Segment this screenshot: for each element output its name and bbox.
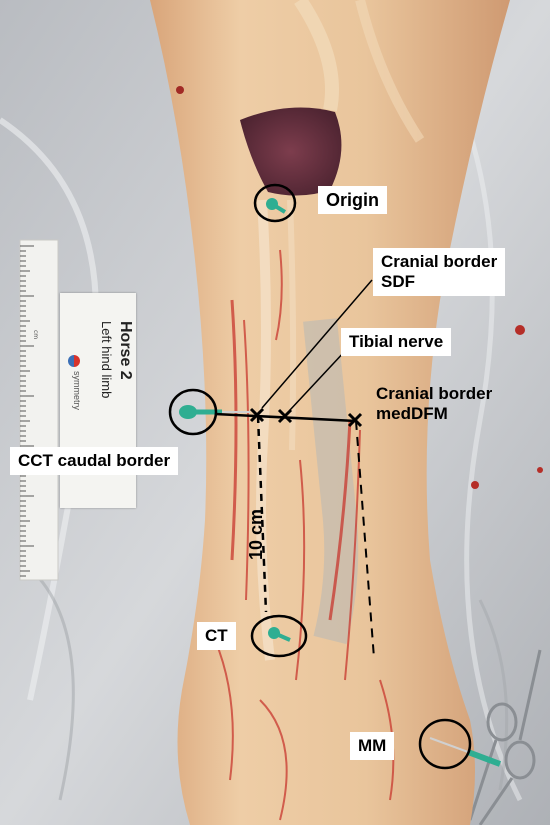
- blood-spot: [471, 481, 479, 489]
- label-mm: MM: [350, 732, 395, 760]
- label-cct-caudal-border: CCT caudal border: [10, 447, 179, 475]
- fascia: [355, 0, 425, 143]
- x-marker-tibial-nerve: [277, 408, 293, 424]
- pin-cct: [179, 405, 250, 419]
- label-cranial-border-sdf: Cranial border SDF: [373, 248, 506, 296]
- origin-marker-circle: [253, 183, 297, 223]
- x-marker-sdf: [249, 407, 265, 423]
- plastic-fold: [478, 599, 509, 791]
- exposed-muscle: [240, 107, 342, 196]
- x-marker-meddfm: [347, 412, 363, 428]
- card-brand: symmetry: [72, 371, 82, 410]
- ruler: cm: [19, 239, 59, 581]
- plastic-fold: [427, 38, 523, 802]
- leader-line-sdf: [261, 279, 373, 409]
- card-limb: Left hind limb: [99, 321, 114, 399]
- specimen-card: symmetry Horse 2 Left hind limb: [60, 293, 136, 508]
- dashed-line-meddfm: [355, 420, 375, 659]
- label-origin: Origin: [318, 186, 387, 214]
- ct-marker-circle: [250, 614, 308, 658]
- card-horse: Horse 2: [117, 321, 134, 380]
- pin-mm: [429, 737, 502, 767]
- label-10cm: 10 cm: [246, 508, 266, 560]
- blood-streaks: [214, 249, 395, 821]
- label-ct: CT: [197, 622, 236, 650]
- brand-logo-icon: [68, 355, 80, 367]
- label-cranial-border-meddfm: Cranial border medDFM: [376, 384, 493, 423]
- blood-spot: [176, 86, 184, 94]
- tendon-sheath: [303, 318, 359, 645]
- label-tibial-nerve: Tibial nerve: [341, 328, 452, 356]
- svg-text:cm: cm: [32, 330, 39, 339]
- tendon: [287, 199, 297, 451]
- blood-spot: [537, 467, 543, 473]
- surgical-scissors: [468, 649, 542, 825]
- fascia: [294, 0, 339, 112]
- cct-marker-circle: [168, 388, 218, 436]
- mm-marker-circle: [418, 718, 472, 770]
- dashed-line-10cm: [256, 415, 268, 613]
- leader-line-tibial-nerve: [289, 349, 347, 411]
- pin-ct: [268, 627, 291, 642]
- tendon: [256, 199, 275, 661]
- blood-spot: [515, 325, 525, 335]
- pin-origin: [266, 198, 287, 214]
